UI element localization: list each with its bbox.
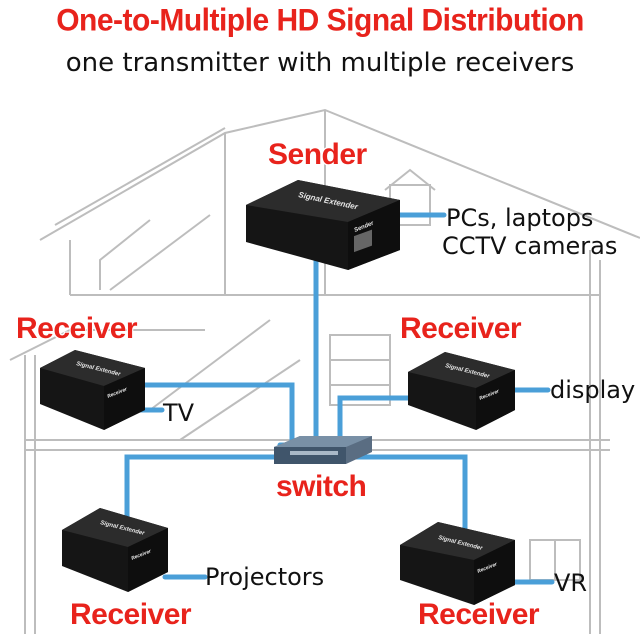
diagram-subtitle: one transmitter with multiple receivers	[65, 48, 575, 78]
tv-label: TV	[163, 399, 195, 427]
receiver-top-left-device: Signal Extender Receiver	[40, 350, 145, 430]
vr-label: VR	[554, 569, 588, 597]
cable-switch-to-receiver-bottom-left	[124, 454, 288, 528]
projectors-label: Projectors	[205, 563, 325, 591]
display-label: display	[550, 376, 636, 404]
network-switch	[274, 436, 372, 464]
sender-connect-line2: CCTV cameras	[442, 232, 618, 260]
receiver-top-right-label: Receiver	[400, 312, 522, 345]
receiver-bottom-left-label: Receiver	[70, 598, 192, 631]
receiver-bottom-right-device: Signal Extender Receiver	[400, 522, 515, 605]
receiver-bottom-left-device: Signal Extender Receiver	[62, 508, 168, 592]
sender-device: Signal Extender Sender	[246, 180, 400, 270]
switch-label: switch	[276, 470, 367, 503]
diagram-title: One-to-Multiple HD Signal Distribution	[56, 3, 584, 38]
cable-switch-to-receiver-bottom-right	[342, 454, 468, 548]
receiver-top-right-device: Signal Extender Receiver	[408, 352, 515, 430]
cable-switch-to-receiver-top-right	[337, 395, 423, 448]
receiver-top-left-label: Receiver	[16, 312, 138, 345]
sender-label: Sender	[268, 138, 367, 171]
receiver-bottom-right-label: Receiver	[418, 598, 540, 631]
sender-connect-line1: PCs, laptops	[446, 204, 594, 232]
